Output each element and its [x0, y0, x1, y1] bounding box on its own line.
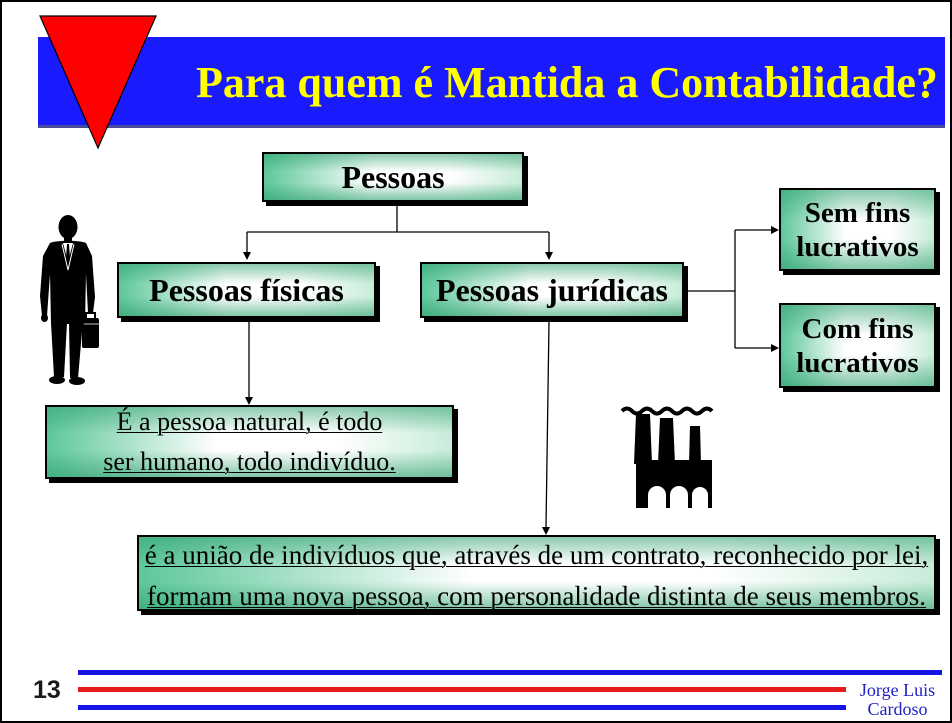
footer-line-blue-top — [78, 670, 942, 675]
smoke — [620, 406, 714, 416]
definition-line: formam uma nova pessoa, com personalidad… — [146, 581, 927, 611]
slide-number: 13 — [33, 676, 61, 704]
chimney-right — [689, 426, 701, 464]
factory-arches — [648, 486, 708, 508]
arrowhead — [243, 252, 251, 260]
lapels — [61, 243, 75, 271]
red-triangle-icon — [39, 15, 157, 150]
right-shoe — [69, 377, 85, 385]
author-line: Jorge Luis — [859, 680, 936, 700]
arrowhead — [542, 527, 550, 535]
connector-juridicas-definition — [545, 321, 550, 528]
node-label: Pessoas físicas — [149, 272, 344, 308]
author-line: Cardoso — [867, 699, 928, 719]
left-shoe — [49, 376, 65, 384]
node-label-line: Sem fins — [804, 196, 911, 229]
node-label-line: Com fins — [801, 312, 914, 345]
triangle-shape — [39, 15, 157, 150]
arrowhead — [771, 226, 779, 234]
title-banner — [38, 37, 945, 125]
left-hand — [41, 314, 48, 322]
footer-line-red — [78, 687, 846, 692]
node-label: Pessoas jurídicas — [436, 272, 668, 308]
node-label-line: lucrativos — [796, 230, 919, 263]
slide-title: Para quem é Mantida a Contabilidade? — [196, 58, 938, 107]
node-label: Pessoas — [341, 159, 445, 195]
arrowhead — [771, 344, 779, 352]
definition-pessoas-fisicas: É a pessoa natural, é todo ser humano, t… — [45, 405, 454, 479]
node-com-fins-lucrativos: Com fins lucrativos — [779, 303, 936, 388]
node-pessoas-fisicas: Pessoas físicas — [117, 262, 376, 318]
node-pessoas: Pessoas — [262, 152, 524, 202]
footer-line-blue-bottom — [78, 705, 846, 710]
briefcase — [82, 318, 99, 348]
node-sem-fins-lucrativos: Sem fins lucrativos — [779, 188, 936, 271]
jacket — [40, 240, 95, 324]
definition-pessoas-juridicas: é a união de indivíduos que, através de … — [137, 535, 936, 611]
left-leg — [51, 323, 67, 377]
chimney-middle — [658, 418, 675, 464]
definition-line: ser humano, todo indivíduo. — [103, 447, 396, 476]
right-leg — [69, 323, 84, 378]
tie — [66, 244, 70, 262]
factory-icon — [620, 406, 714, 508]
definition-line: É a pessoa natural, é todo — [116, 407, 383, 436]
head — [58, 215, 78, 239]
arrowhead — [245, 397, 253, 405]
chimney-left — [634, 414, 652, 464]
neck — [64, 236, 72, 244]
node-label-line: lucrativos — [796, 346, 919, 379]
businessman-icon — [40, 215, 99, 385]
briefcase-handle — [85, 312, 96, 318]
definition-line: é a união de indivíduos que, através de … — [144, 540, 929, 570]
arrowhead — [545, 252, 553, 260]
node-pessoas-juridicas: Pessoas jurídicas — [420, 262, 684, 318]
